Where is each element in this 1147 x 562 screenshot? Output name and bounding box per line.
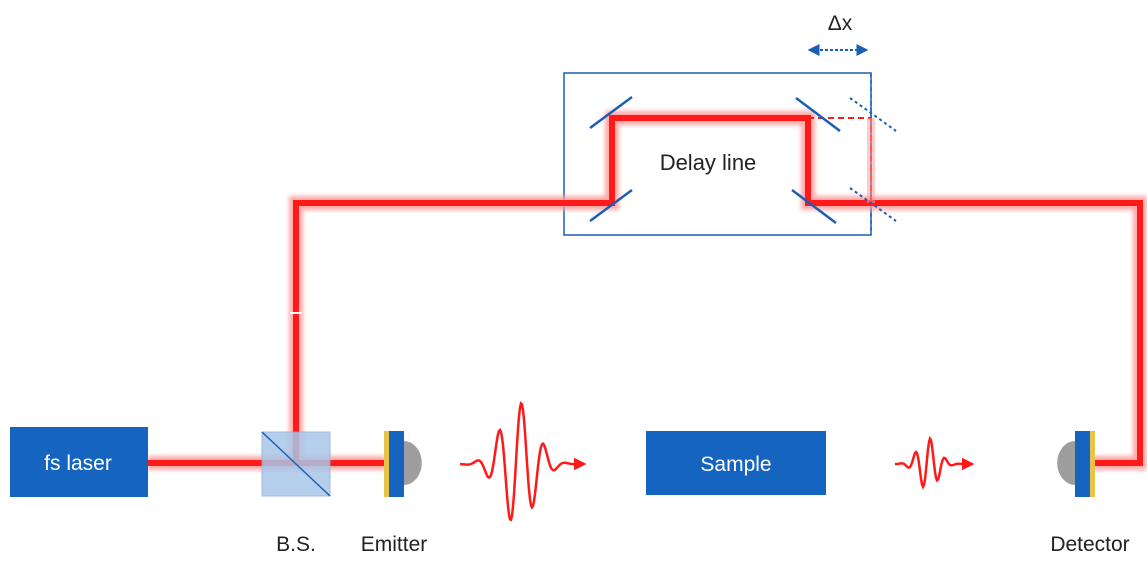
emitter-label: Emitter bbox=[361, 533, 428, 556]
detector-label: Detector bbox=[1050, 533, 1129, 556]
beam-splitter bbox=[261, 431, 331, 497]
detector bbox=[1057, 431, 1095, 497]
delta-x-label: Δx bbox=[828, 12, 853, 35]
mirror-top-right bbox=[795, 97, 841, 132]
mirror-top-left bbox=[589, 95, 633, 130]
mirror-bottom-right bbox=[791, 189, 837, 224]
thz-pulse-transmitted bbox=[894, 435, 975, 490]
delay-line-label: Delay line bbox=[660, 150, 757, 175]
mirrors bbox=[589, 95, 841, 224]
sample-label: Sample bbox=[700, 453, 771, 476]
mirror-bottom-left bbox=[589, 188, 633, 223]
beam-splitter-label: B.S. bbox=[276, 533, 316, 556]
emitter bbox=[384, 431, 422, 497]
sample-box bbox=[646, 431, 826, 495]
laser-beam bbox=[148, 115, 1143, 466]
fs-laser-box bbox=[10, 427, 148, 497]
thz-pulse-emitted bbox=[459, 401, 587, 522]
fs-laser-label: fs laser bbox=[44, 452, 112, 475]
